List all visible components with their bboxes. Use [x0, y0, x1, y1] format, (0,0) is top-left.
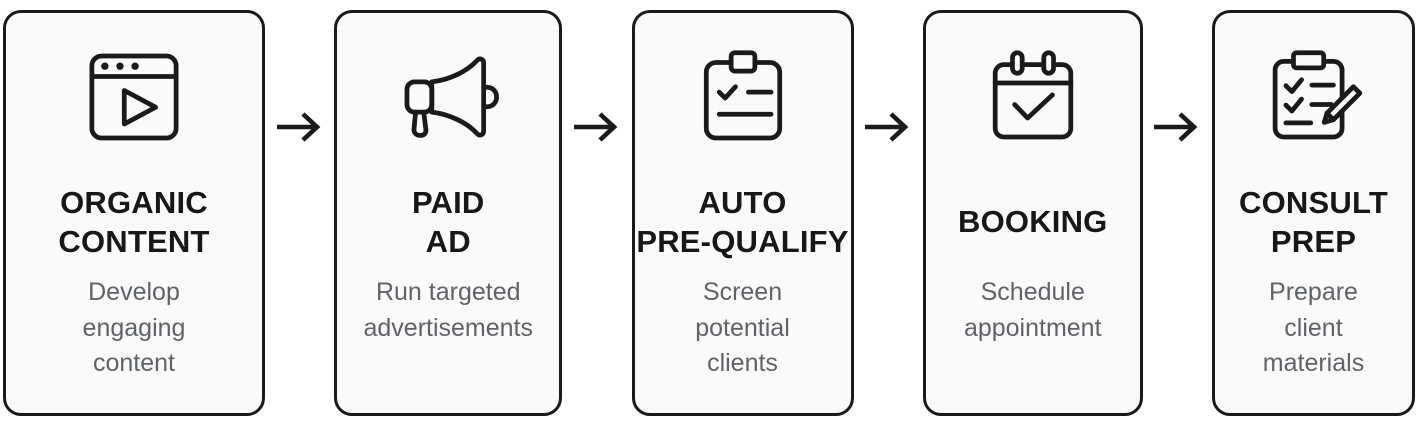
step-title: CONSULT PREP [1239, 181, 1388, 263]
step-title-line: PREP [1270, 224, 1357, 259]
step-description: Develop engaging content [83, 275, 186, 382]
step-title-line: BOOKING [957, 204, 1108, 240]
step-description-line: content [92, 349, 175, 377]
step-card-booking[interactable]: BOOKING Schedule appointment [922, 10, 1143, 416]
arrow-right-icon [854, 10, 923, 416]
step-title: ORGANIC CONTENT [58, 181, 209, 263]
step-title-line: PRE-QUALIFY [636, 224, 849, 259]
step-card-paid-ad[interactable]: PAID AD Run targeted advertisements [334, 10, 563, 416]
step-title-line: PAID [411, 184, 485, 220]
calendar-check-icon [979, 37, 1087, 157]
step-card-auto-pre-qualify[interactable]: AUTO PRE-QUALIFY Screen potential client… [631, 10, 854, 416]
step-card-organic-content[interactable]: ORGANIC CONTENT Develop engaging content [3, 10, 265, 416]
step-description-line: potential [695, 313, 790, 342]
step-description: Prepare client materials [1263, 275, 1364, 382]
clipboard-checklist-icon [689, 37, 797, 157]
step-description-line: Develop [88, 278, 180, 306]
step-title: PAID AD [412, 181, 485, 263]
step-description: Schedule appointment [964, 275, 1102, 346]
step-title: BOOKING [958, 181, 1108, 263]
step-title-line: ORGANIC [60, 184, 208, 220]
step-description-line: Schedule [980, 278, 1085, 306]
step-description-line: materials [1262, 349, 1365, 377]
step-title-line: AD [425, 224, 471, 259]
megaphone-icon [394, 37, 502, 157]
arrow-right-icon [265, 10, 334, 416]
step-description: Run targeted advertisements [363, 275, 533, 346]
step-description: Screen potential clients [695, 275, 790, 382]
step-title-line: AUTO [698, 184, 787, 220]
step-description-line: clients [707, 349, 778, 377]
step-title-line: CONTENT [58, 224, 210, 259]
video-window-play-icon [80, 37, 188, 157]
step-description-line: Run targeted [375, 278, 521, 306]
step-title: AUTO PRE-QUALIFY [636, 181, 848, 263]
step-description-line: advertisements [363, 313, 534, 342]
step-description-line: client [1284, 313, 1343, 342]
step-description-line: engaging [82, 313, 186, 342]
step-description-line: Screen [702, 278, 783, 306]
step-card-consult-prep[interactable]: CONSULT PREP Prepare client materials [1212, 10, 1415, 416]
arrow-right-icon [562, 10, 631, 416]
step-title-line: CONSULT [1239, 184, 1388, 220]
arrow-right-icon [1143, 10, 1212, 416]
step-description-line: Prepare [1269, 278, 1358, 306]
clipboard-pencil-icon [1260, 37, 1368, 157]
step-description-line: appointment [963, 313, 1102, 342]
